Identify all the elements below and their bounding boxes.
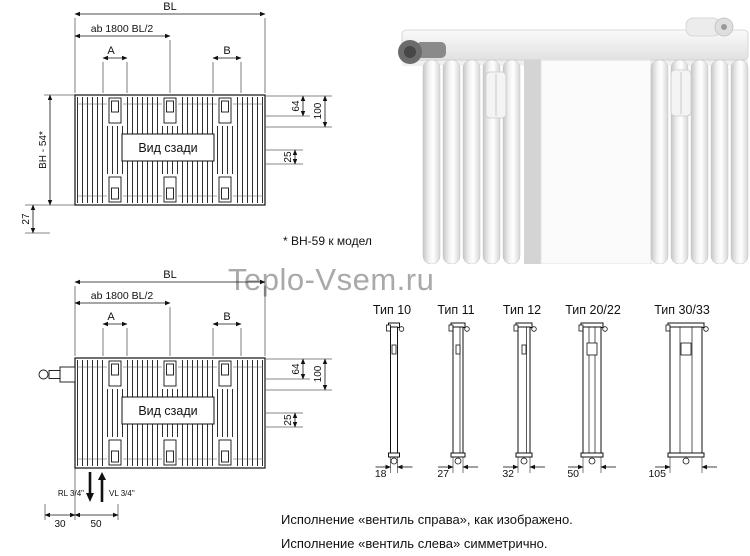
dim-bh-label: BH - 54*	[38, 131, 49, 169]
dim-bl-label: BL	[163, 1, 176, 13]
dim-a-label: A	[107, 311, 115, 323]
dim-ab-label: ab 1800 BL/2	[91, 23, 154, 35]
rl-pipe-label: RL 3/4"	[58, 489, 84, 498]
radiator-body: Вид сзади	[74, 357, 266, 469]
type-label: Тип 30/33	[654, 303, 710, 317]
radiator-center-panel	[540, 59, 652, 264]
watermark: Teplo-Vsem.ru	[228, 262, 435, 297]
radiator-back-view-top-drawing: Вид сзади BL ab 1800 BL/2 A B 64 100 25 …	[21, 1, 332, 234]
air-vent-fitting	[685, 17, 734, 37]
thermostat-valve	[398, 40, 446, 64]
radiator-fins-right	[650, 59, 749, 264]
type-label: Тип 20/22	[565, 303, 621, 317]
bracket-slots-top	[107, 359, 233, 389]
footer-note-1: Исполнение «вентиль справа», как изображ…	[281, 512, 573, 527]
dimension-lines	[30, 11, 328, 234]
type-11-profile: 27	[437, 322, 478, 480]
dim-25-label: 25	[283, 414, 294, 426]
type-width-label: 50	[567, 468, 579, 480]
type-width-label: 18	[375, 468, 387, 480]
type-label: Тип 12	[502, 303, 542, 317]
dim-100-label: 100	[313, 365, 324, 382]
radiator-back-view-bottom-drawing: Вид сзади	[38, 269, 332, 530]
type-column-12: Тип 12 32	[486, 303, 558, 494]
view-label: Вид сзади	[138, 141, 197, 155]
pipe-arrows	[86, 472, 106, 502]
radiator-body: Вид сзади	[74, 94, 266, 206]
type-20-22-profile: 50	[567, 322, 616, 480]
type-column-11: Тип 11 27	[420, 303, 492, 494]
radiator-gap	[524, 60, 541, 264]
dimension-lines	[44, 279, 328, 518]
dim-a-label: A	[107, 45, 115, 57]
type-10-profile: 18	[375, 322, 413, 480]
type-label: Тип 10	[372, 303, 412, 317]
type-width-label: 105	[648, 468, 666, 480]
type-width-label: 27	[437, 468, 449, 480]
dim-b-label: B	[223, 45, 230, 57]
bracket-slots-top	[107, 96, 233, 126]
bracket-slots-bottom	[107, 174, 233, 204]
dim-50-label: 50	[90, 519, 102, 530]
model-note: * BH-59 к модел	[283, 234, 372, 248]
view-label: Вид сзади	[138, 404, 197, 418]
type-12-profile: 32	[502, 322, 545, 480]
dim-27-label: 27	[21, 213, 32, 225]
type-column-30-33: Тип 30/33 105	[636, 303, 728, 494]
dim-100-label: 100	[313, 102, 324, 119]
dim-64-label: 64	[291, 363, 302, 375]
type-column-10: Тип 10 18	[356, 303, 428, 494]
type-label: Тип 11	[437, 303, 475, 317]
dim-30-label: 30	[54, 519, 66, 530]
dim-64-label: 64	[291, 100, 302, 112]
bracket-slots-bottom	[107, 437, 233, 467]
footer-note-2: Исполнение «вентиль слева» симметрично.	[281, 536, 548, 551]
type-column-20-22: Тип 20/22 50	[554, 303, 632, 494]
type-30-33-profile: 105	[648, 322, 717, 480]
type-width-label: 32	[502, 468, 514, 480]
vl-pipe-label: VL 3/4"	[109, 489, 135, 498]
dim-ab-label: ab 1800 BL/2	[91, 290, 154, 302]
dim-25-label: 25	[283, 151, 294, 163]
dim-b-label: B	[223, 311, 230, 323]
dim-bl-label: BL	[163, 269, 176, 281]
radiator-photo	[388, 12, 750, 264]
mounting-clips	[485, 69, 692, 119]
integrated-valve	[38, 366, 76, 383]
